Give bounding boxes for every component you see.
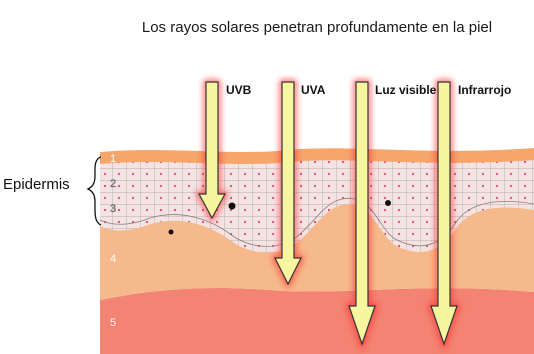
layer-number-3: 3 xyxy=(110,203,116,215)
diagram-title: Los rayos solares penetran profundamente… xyxy=(100,19,534,36)
layer-number-1: 1 xyxy=(110,153,116,165)
uvb-label: UVB xyxy=(226,83,251,97)
epidermis-label: Epidermis xyxy=(3,176,70,193)
uva-label: UVA xyxy=(301,83,325,97)
melanocyte-dot xyxy=(169,230,174,235)
layer-number-2: 2 xyxy=(110,178,116,190)
melanocyte-dot xyxy=(385,200,391,206)
melanocyte-dot xyxy=(229,203,236,210)
infrared-label: Infrarrojo xyxy=(458,83,511,97)
visible-light-label: Luz visible xyxy=(375,83,436,97)
dermis-lower-layer xyxy=(100,288,534,354)
layer-number-5: 5 xyxy=(110,317,116,329)
layer-number-4: 4 xyxy=(110,253,116,265)
